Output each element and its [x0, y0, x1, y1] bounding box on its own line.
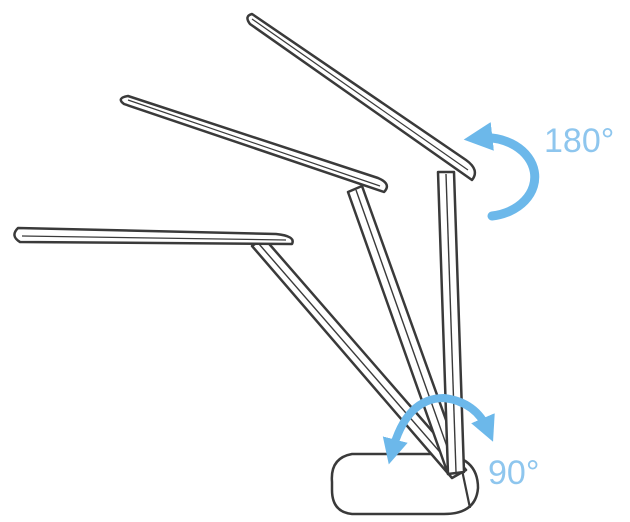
- lamp-head-low: [13, 226, 294, 246]
- rotate-arrow-icon: [382, 393, 495, 465]
- angle-label-90: 90°: [488, 454, 539, 492]
- lamp-base: [330, 452, 480, 516]
- lamp-arm-low: [250, 236, 468, 480]
- lamp-head-mid: [119, 94, 389, 194]
- rotate-arrow-icon: [463, 122, 540, 221]
- lamp-head-high: [246, 12, 477, 182]
- angle-label-180: 180°: [544, 122, 614, 160]
